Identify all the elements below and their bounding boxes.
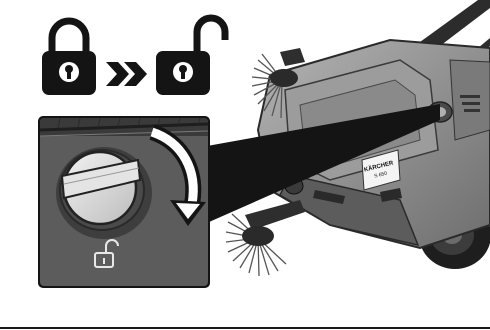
double-chevron-right-icon (106, 62, 147, 86)
bottom-rule (0, 327, 490, 329)
lock-open-icon (156, 18, 225, 95)
detail-panel (38, 116, 210, 288)
lock-closed-icon (42, 21, 96, 95)
